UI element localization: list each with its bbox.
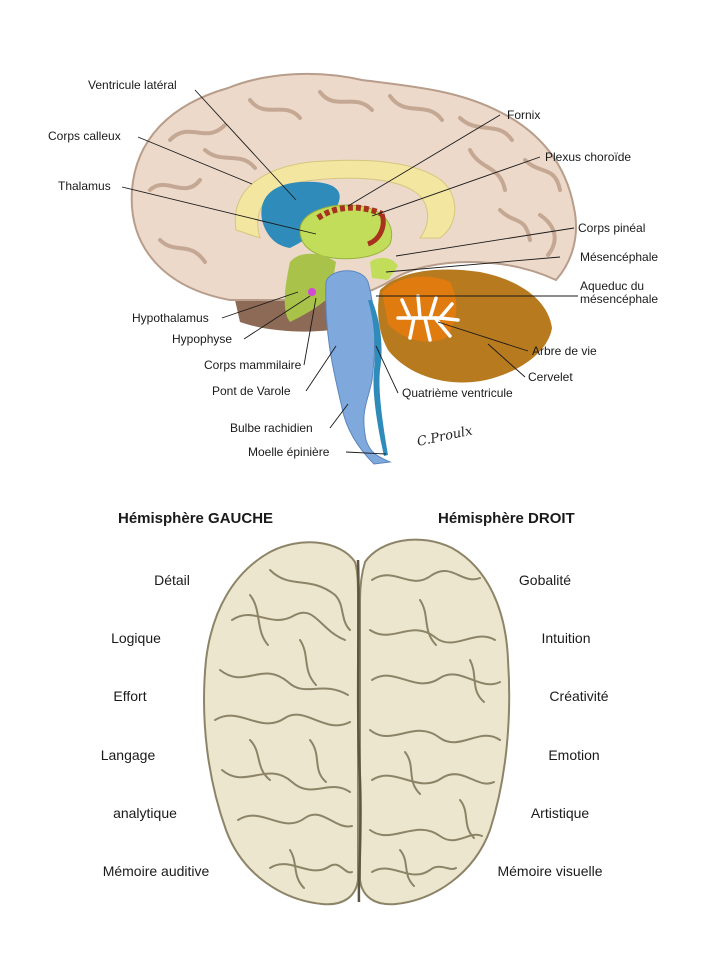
label-corps-pineal: Corps pinéal <box>578 221 645 235</box>
label-fornix: Fornix <box>507 108 540 122</box>
label-moelle-epiniere: Moelle épinière <box>248 445 330 459</box>
cerebral-cortex <box>130 72 577 301</box>
left-trait-1: Détail <box>154 572 190 588</box>
label-cervelet: Cervelet <box>528 370 573 384</box>
longitudinal-fissure <box>356 559 362 903</box>
artist-signature: C.Proulx <box>416 423 475 450</box>
cortex-gyri <box>148 90 562 264</box>
left-trait-2: Logique <box>111 630 161 646</box>
right-trait-6: Mémoire visuelle <box>497 863 602 879</box>
right-sulci <box>369 569 501 887</box>
label-hypophyse: Hypophyse <box>172 332 232 346</box>
left-sulci <box>214 569 353 889</box>
label-bulbe-rachidien: Bulbe rachidien <box>230 421 313 435</box>
label-thalamus: Thalamus <box>58 179 111 193</box>
left-trait-6: Mémoire auditive <box>103 863 210 879</box>
thalamus <box>299 204 392 260</box>
right-hemisphere-header: Hémisphère DROIT <box>438 510 575 527</box>
label-ventricule-lateral: Ventricule latéral <box>88 78 177 92</box>
label-hypothalamus: Hypothalamus <box>132 311 209 325</box>
right-hemisphere <box>359 538 511 906</box>
hemispheres-section: Hémisphère GAUCHE Hémisphère DROIT <box>101 510 609 906</box>
label-plexus-choroide: Plexus choroïde <box>545 150 631 164</box>
label-pont-de-varole: Pont de Varole <box>212 384 291 398</box>
left-trait-3: Effort <box>113 688 146 704</box>
right-trait-1: Gobalité <box>519 572 571 588</box>
fornix <box>366 213 386 247</box>
label-aqueduc-line2: mésencéphale <box>580 292 658 306</box>
label-corps-calleux: Corps calleux <box>48 129 121 143</box>
choroid-plexus <box>316 204 384 221</box>
sagittal-section: Ventricule latéral Corps calleux Thalamu… <box>48 72 658 465</box>
left-hemisphere-header: Hémisphère GAUCHE <box>118 510 273 527</box>
hypothalamus <box>284 253 336 322</box>
pituitary-gland <box>308 288 316 296</box>
lateral-ventricle <box>261 181 340 248</box>
label-arbre-de-vie: Arbre de vie <box>532 344 597 358</box>
label-corps-mammilaire: Corps mammilaire <box>204 358 302 372</box>
label-mesencephale: Mésencéphale <box>580 250 658 264</box>
label-aqueduc-line1: Aqueduc du <box>580 279 644 293</box>
right-trait-4: Emotion <box>548 747 599 763</box>
right-trait-3: Créativité <box>549 688 608 704</box>
leader-lines <box>121 89 578 455</box>
mesencephalon-detail <box>370 257 398 280</box>
arbor-vitae <box>396 294 460 342</box>
label-quatrieme-ventricule: Quatrième ventricule <box>402 386 513 400</box>
left-hemisphere <box>203 541 359 906</box>
left-trait-4: Langage <box>101 747 156 763</box>
right-trait-5: Artistique <box>531 805 590 821</box>
left-trait-5: analytique <box>113 805 177 821</box>
fourth-ventricle <box>368 300 388 456</box>
right-trait-2: Intuition <box>541 630 590 646</box>
